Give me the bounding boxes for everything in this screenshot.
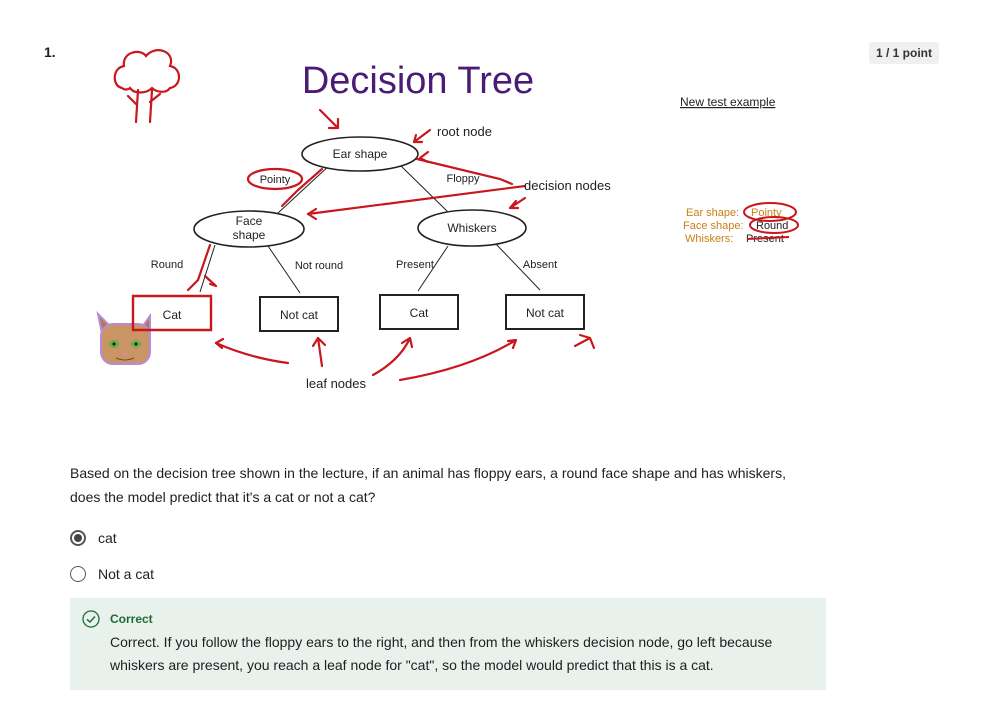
leaf-not-cat-2-label: Not cat (526, 306, 565, 320)
edge-absent-line (494, 242, 541, 291)
edge-label-not-round: Not round (295, 260, 343, 272)
leaf-not-cat-1-box (259, 296, 339, 332)
decision-nodes-annotation: decision nodes (524, 178, 611, 193)
edge-label-floppy: Floppy (446, 173, 480, 185)
radio-unselected-icon[interactable] (70, 566, 86, 582)
example-ear-label: Ear shape: (686, 207, 739, 219)
edge-label-pointy: Pointy (260, 174, 291, 186)
decision-tree-diagram: Decision Tree Ear shape Face shape Whisk… (96, 49, 799, 391)
feedback-panel: Correct Correct. If you follow the flopp… (70, 598, 826, 690)
edge-present-line (417, 245, 449, 292)
leaf-cat-1-label: Cat (163, 308, 182, 322)
example-face-value: Round (756, 220, 788, 232)
root-node-label: Ear shape (333, 147, 388, 161)
example-pointy-circle (743, 202, 797, 222)
pointy-highlight-circle (246, 167, 304, 191)
option-cat[interactable]: cat (70, 530, 117, 546)
option-not-a-cat-label: Not a cat (98, 566, 155, 582)
option-not-a-cat[interactable]: Not a cat (70, 566, 154, 582)
edge-label-absent: Absent (523, 259, 557, 271)
option-cat-label: cat (98, 530, 117, 546)
edge-floppy-line (399, 164, 451, 215)
edge-not-round-line (267, 245, 301, 294)
check-circle-icon (82, 610, 100, 628)
example-present-strike (746, 236, 790, 240)
whiskers-node-ellipse (417, 209, 527, 247)
example-face-label: Face shape: (683, 220, 744, 232)
feedback-title: Correct (110, 612, 153, 626)
edge-pointy-line (277, 162, 333, 214)
tree-doodle-icon (113, 49, 181, 124)
edge-label-present: Present (396, 259, 434, 271)
feedback-text: Correct. If you follow the floppy ears t… (110, 634, 773, 673)
root-node-ellipse (301, 136, 419, 172)
question-number: 1. (44, 44, 56, 60)
question-text: Based on the decision tree shown in the … (70, 465, 786, 505)
points-badge: 1 / 1 point (869, 42, 940, 64)
root-node-annotation: root node (437, 124, 492, 139)
leaf-nodes-annotation: leaf nodes (306, 376, 366, 391)
decision-tree-figure: Decision Tree Ear shape Face shape Whisk… (70, 38, 827, 395)
edge-round-line (199, 244, 216, 293)
example-whiskers-label: Whiskers: (685, 233, 733, 245)
radio-selected-icon[interactable] (70, 530, 86, 546)
leaf-not-cat-2-box (505, 294, 585, 330)
leaf-not-cat-1-label: Not cat (280, 308, 319, 322)
edge-label-round: Round (151, 259, 183, 271)
figure-title: Decision Tree (302, 60, 534, 102)
whiskers-node-label: Whiskers (447, 221, 496, 235)
cat-face-icon (96, 310, 151, 365)
face-node-label-line2: shape (233, 228, 266, 242)
example-ear-value: Pointy (751, 207, 782, 219)
face-shape-node-ellipse (193, 210, 305, 248)
new-test-example-heading: New test example (680, 95, 776, 109)
leaf-cat-2-label: Cat (410, 306, 429, 320)
leaf-cat-2-box (379, 294, 459, 330)
svg-text:Ear shape:: Ear shape: (686, 207, 739, 219)
example-round-circle (749, 216, 799, 234)
face-node-label-line1: Face (236, 214, 263, 228)
